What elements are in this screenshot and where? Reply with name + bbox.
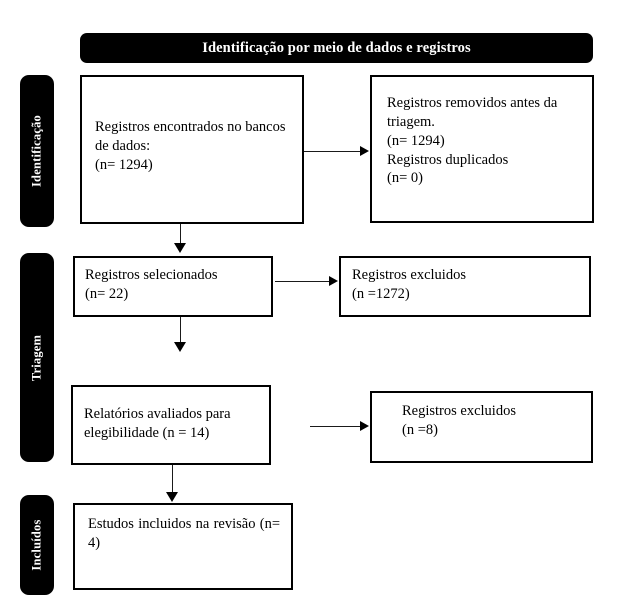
stage-label-identificacao: Identificação [20, 75, 54, 227]
connector-assessed-to-excluded [310, 426, 362, 427]
connector-identified-to-removed [304, 151, 361, 152]
records-removed-text: Registros removidos antes da triagem. (n… [387, 95, 558, 187]
stage-label-identificacao-text: Identificação [29, 114, 44, 188]
stage-label-triagem: Triagem [20, 253, 54, 462]
arrowhead-assessed-to-excluded [360, 421, 369, 431]
records-excluded-eligibility-text: Registros excluidos (n =8) [402, 403, 516, 438]
records-screened-text: Registros selecionados (n= 22) [85, 267, 218, 302]
connector-screened-to-assessed [180, 317, 181, 344]
arrowhead-identified-to-removed [360, 146, 369, 156]
records-identified-text: Registros encontrados no bancos de dados… [95, 119, 286, 173]
records-excluded-screening-box: Registros excluidos (n =1272) [339, 256, 591, 317]
records-identified-box: Registros encontrados no bancos de dados… [80, 75, 304, 224]
connector-screened-to-excluded [275, 281, 330, 282]
studies-included-box: Estudos incluidos na revisão (n= 4) [73, 503, 293, 590]
arrowhead-assessed-to-included [166, 492, 178, 502]
records-screened-box: Registros selecionados (n= 22) [73, 256, 273, 317]
reports-assessed-text: Relatórios avaliados para elegibilidade … [84, 406, 231, 441]
connector-assessed-to-included [172, 465, 173, 494]
studies-included-text: Estudos incluidos na revisão (n= 4) [88, 516, 280, 551]
reports-assessed-box: Relatórios avaliados para elegibilidade … [71, 385, 271, 465]
arrowhead-identified-to-screened [174, 243, 186, 253]
stage-label-incluidos-text: Incluídos [29, 519, 44, 571]
stage-label-triagem-text: Triagem [29, 334, 44, 381]
records-excluded-screening-text: Registros excluidos (n =1272) [352, 267, 466, 302]
identification-header-banner: Identificação por meio de dados e regist… [80, 33, 593, 63]
arrowhead-screened-to-assessed [174, 342, 186, 352]
records-removed-box: Registros removidos antes da triagem. (n… [370, 75, 594, 223]
arrowhead-screened-to-excluded [329, 276, 338, 286]
stage-label-incluidos: Incluídos [20, 495, 54, 595]
connector-identified-to-screened [180, 224, 181, 246]
diagram-title: Identificação por meio de dados e regist… [202, 39, 471, 56]
records-excluded-eligibility-box: Registros excluidos (n =8) [370, 391, 593, 463]
